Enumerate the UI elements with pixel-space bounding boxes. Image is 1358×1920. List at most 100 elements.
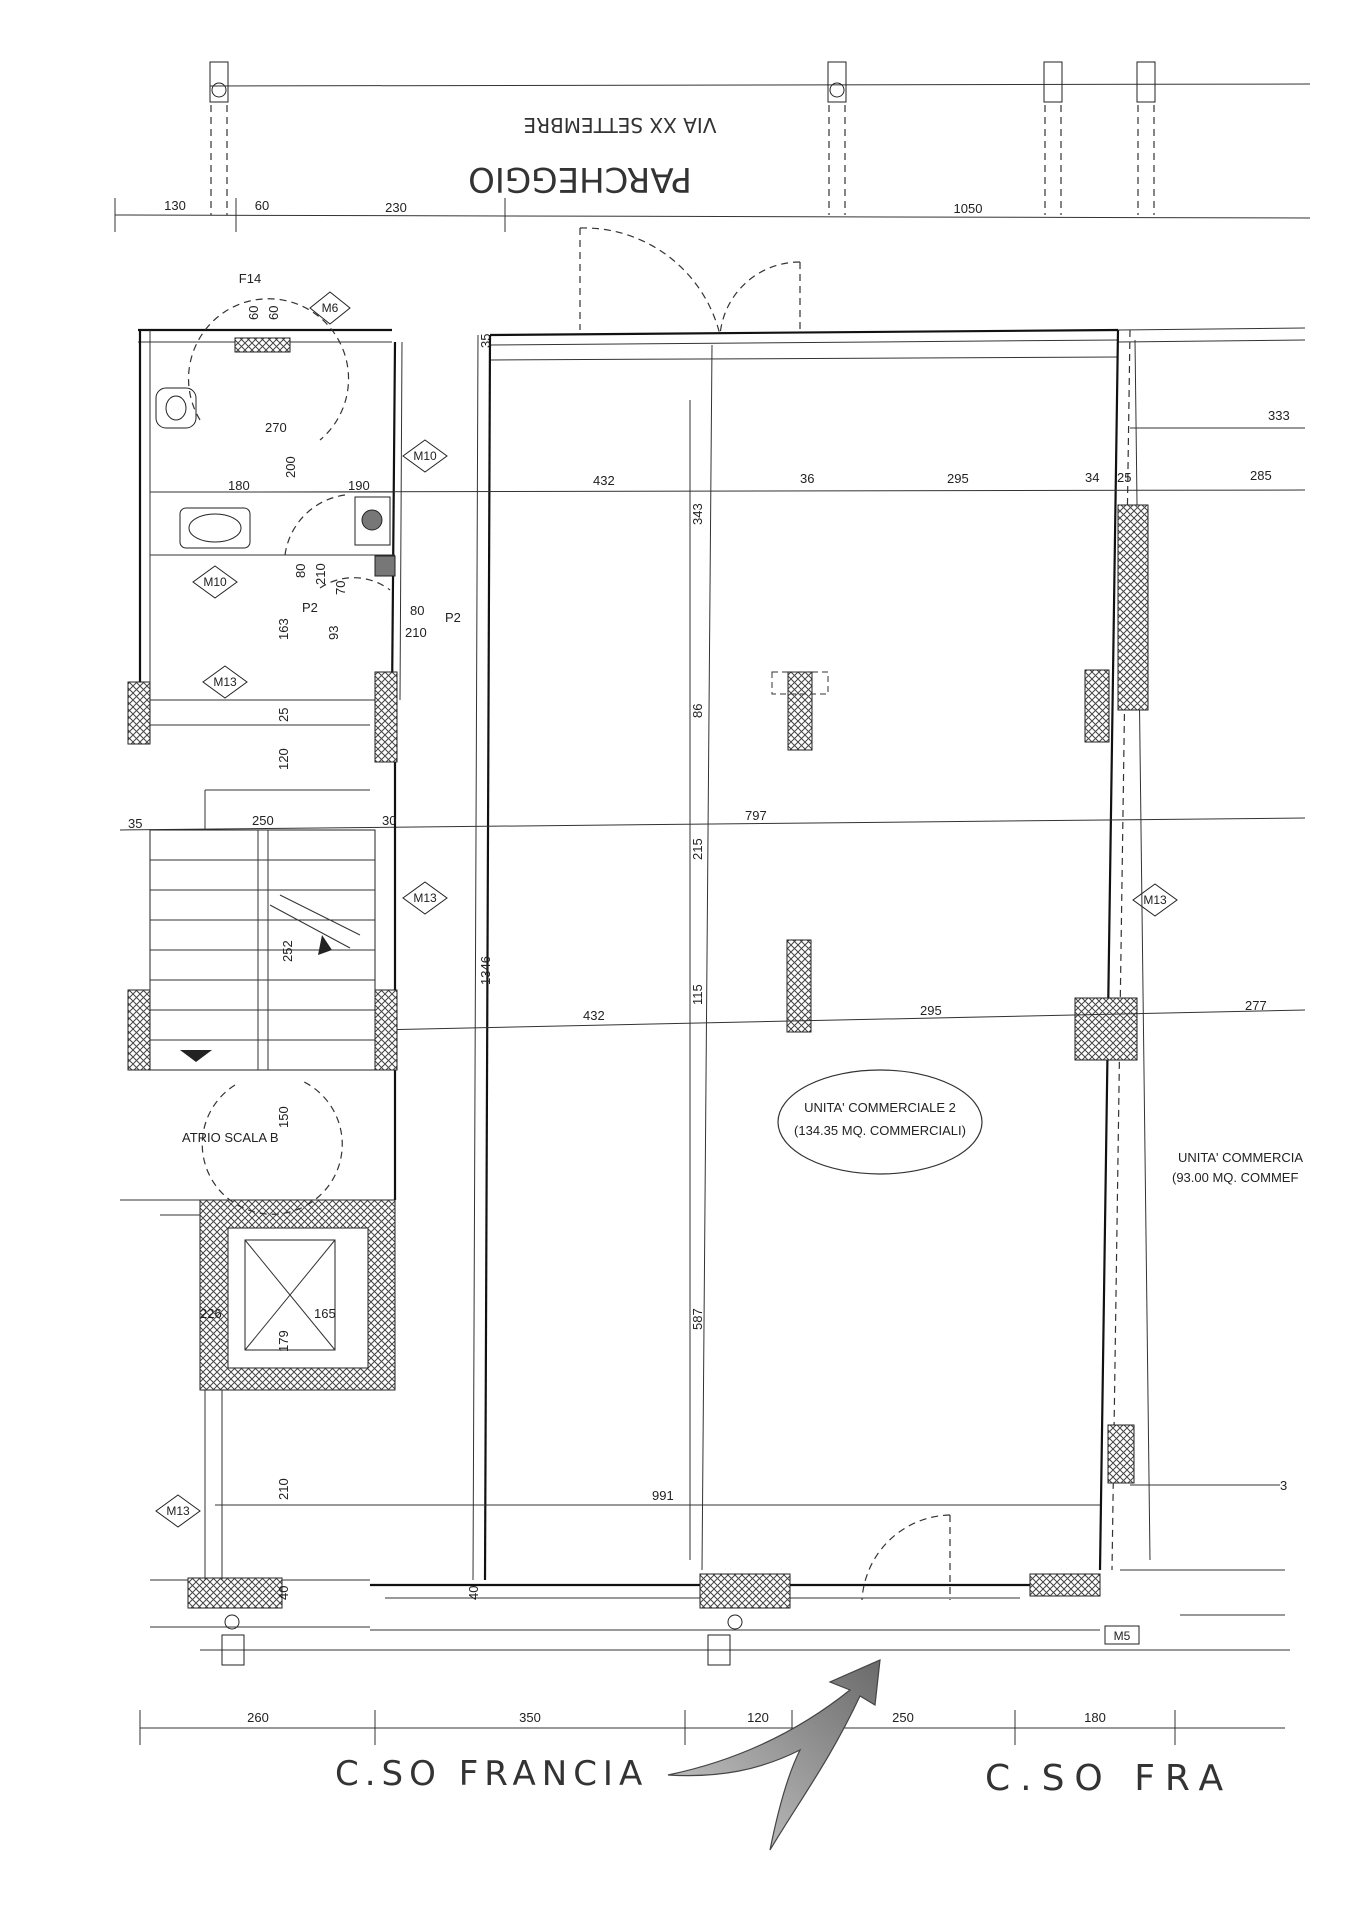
svg-text:M13: M13 <box>413 891 437 905</box>
dim-120: 120 <box>276 748 291 770</box>
dim-215: 215 <box>690 838 705 860</box>
service-hatch-blocks <box>127 337 398 1071</box>
dim-165: 165 <box>314 1306 336 1321</box>
dim-f14-60b: 60 <box>266 306 281 320</box>
svg-text:M13: M13 <box>166 1504 190 1518</box>
top-entrance-door <box>579 227 801 336</box>
service-labels: F14 60 60 270 200 180 190 80 210 70 80 2… <box>128 271 481 1600</box>
bottom-entrance-door <box>861 1514 951 1601</box>
dim-250-service: 250 <box>252 813 274 828</box>
dim-36: 36 <box>800 471 814 486</box>
svg-text:M6: M6 <box>322 301 339 315</box>
column-top-1 <box>209 61 229 215</box>
dim-25: 25 <box>1117 470 1131 485</box>
entrance-arrow-icon <box>667 1659 881 1851</box>
bathroom-fixtures <box>155 298 396 591</box>
dim-f14-60a: 60 <box>246 306 261 320</box>
dim-35: 35 <box>478 334 493 348</box>
dim-343: 343 <box>690 503 705 525</box>
dim-80a: 80 <box>293 564 308 578</box>
bottom-street-labels: C.SO FRANCIA C.SO FRA <box>335 1754 1233 1799</box>
dim-200: 200 <box>283 456 298 478</box>
tag-m6: M6 <box>309 291 351 325</box>
dim-210-bottom: 210 <box>276 1478 291 1500</box>
dim-295-mid: 295 <box>920 1003 942 1018</box>
dim-top-60: 60 <box>255 198 269 213</box>
shop-dimension-lines <box>119 400 1306 1560</box>
dim-226: 226 <box>200 1306 222 1321</box>
dim-587: 587 <box>690 1308 705 1330</box>
dim-3: 3 <box>1280 1478 1287 1493</box>
column-top-4 <box>1136 61 1156 215</box>
sink-icon <box>179 507 251 549</box>
shop-walls <box>150 327 1306 1651</box>
dim-bottom-120: 120 <box>747 1710 769 1725</box>
dim-333: 333 <box>1268 408 1290 423</box>
tag-m10-b: M10 <box>192 565 238 599</box>
dim-1346: 1346 <box>478 956 493 985</box>
unit-2-area: (134.35 MQ. COMMERCIALI) <box>794 1123 966 1138</box>
svg-text:M10: M10 <box>203 575 227 589</box>
shop-dimension-labels: 35 432 36 295 34 25 285 333 343 86 797 2… <box>478 334 1290 1503</box>
dim-210a: 210 <box>313 563 328 585</box>
svg-text:M10: M10 <box>413 449 437 463</box>
top-dimension-line: 130 60 230 1050 <box>114 198 983 232</box>
dim-70: 70 <box>333 581 348 595</box>
unit-3-area: (93.00 MQ. COMMEF <box>1172 1170 1298 1185</box>
dim-179: 179 <box>276 1330 291 1352</box>
tag-m13-a: M13 <box>202 665 248 699</box>
dim-40a: 40 <box>276 1586 291 1600</box>
dim-295-top: 295 <box>947 471 969 486</box>
label-p2-a: P2 <box>302 600 318 615</box>
dim-432-mid: 432 <box>583 1008 605 1023</box>
dim-bottom-260: 260 <box>247 1710 269 1725</box>
tag-m13-c: M13 <box>155 1494 201 1528</box>
unit-3-title: UNITA' COMMERCIA <box>1178 1150 1303 1165</box>
dim-115: 115 <box>690 984 705 1005</box>
dim-252: 252 <box>280 940 295 962</box>
dim-86: 86 <box>690 704 705 718</box>
column-top-3 <box>1043 61 1063 215</box>
dim-34: 34 <box>1085 470 1099 485</box>
dim-991: 991 <box>652 1488 674 1503</box>
unit-3-label: UNITA' COMMERCIA (93.00 MQ. COMMEF <box>1172 1150 1303 1185</box>
street-c-so-francia: C.SO FRANCIA <box>335 1754 648 1794</box>
dim-25-service: 25 <box>276 708 291 722</box>
dim-bottom-350: 350 <box>519 1710 541 1725</box>
column-top-2 <box>827 61 847 215</box>
dim-top-1050: 1050 <box>954 201 983 216</box>
dim-797: 797 <box>745 808 767 823</box>
dim-93: 93 <box>326 626 341 640</box>
bottom-dimension-line: 260 350 120 250 180 <box>139 1710 1285 1745</box>
dim-163: 163 <box>276 618 291 640</box>
dim-top-230: 230 <box>385 200 407 215</box>
unit-2-label: UNITA' COMMERCIALE 2 (134.35 MQ. COMMERC… <box>777 1069 983 1175</box>
dim-bottom-250: 250 <box>892 1710 914 1725</box>
unit-2-title: UNITA' COMMERCIALE 2 <box>804 1100 956 1115</box>
service-area-walls <box>120 328 403 1580</box>
dim-30-service: 30 <box>382 813 396 828</box>
dim-432-top: 432 <box>593 473 615 488</box>
dim-285: 285 <box>1250 468 1272 483</box>
dim-40b: 40 <box>466 1586 481 1600</box>
tag-m5-right: M5 <box>1104 1625 1140 1645</box>
tag-m13-b: M13 <box>402 881 448 915</box>
dim-150: 150 <box>276 1106 291 1128</box>
toilet-icon <box>155 387 197 429</box>
street-c-so-fra: C.SO FRA <box>985 1758 1233 1799</box>
dim-210b: 210 <box>405 625 427 640</box>
dim-bottom-180: 180 <box>1084 1710 1106 1725</box>
label-f14: F14 <box>239 271 261 286</box>
dim-180: 180 <box>228 478 250 493</box>
dim-35-service: 35 <box>128 816 142 831</box>
parking-label: PARCHEGGIO <box>468 159 692 199</box>
tag-m10-a: M10 <box>402 439 448 473</box>
dim-190: 190 <box>348 478 370 493</box>
dim-80b: 80 <box>410 603 424 618</box>
dim-270: 270 <box>265 420 287 435</box>
label-atrio-scala-b: ATRIO SCALA B <box>182 1130 279 1145</box>
dim-277: 277 <box>1245 998 1267 1013</box>
tag-m13-right: M13 <box>1132 883 1178 917</box>
top-boundary <box>114 61 1311 219</box>
top-street-labels: PARCHEGGIO VIA XX SETTEMBRE <box>468 113 716 199</box>
